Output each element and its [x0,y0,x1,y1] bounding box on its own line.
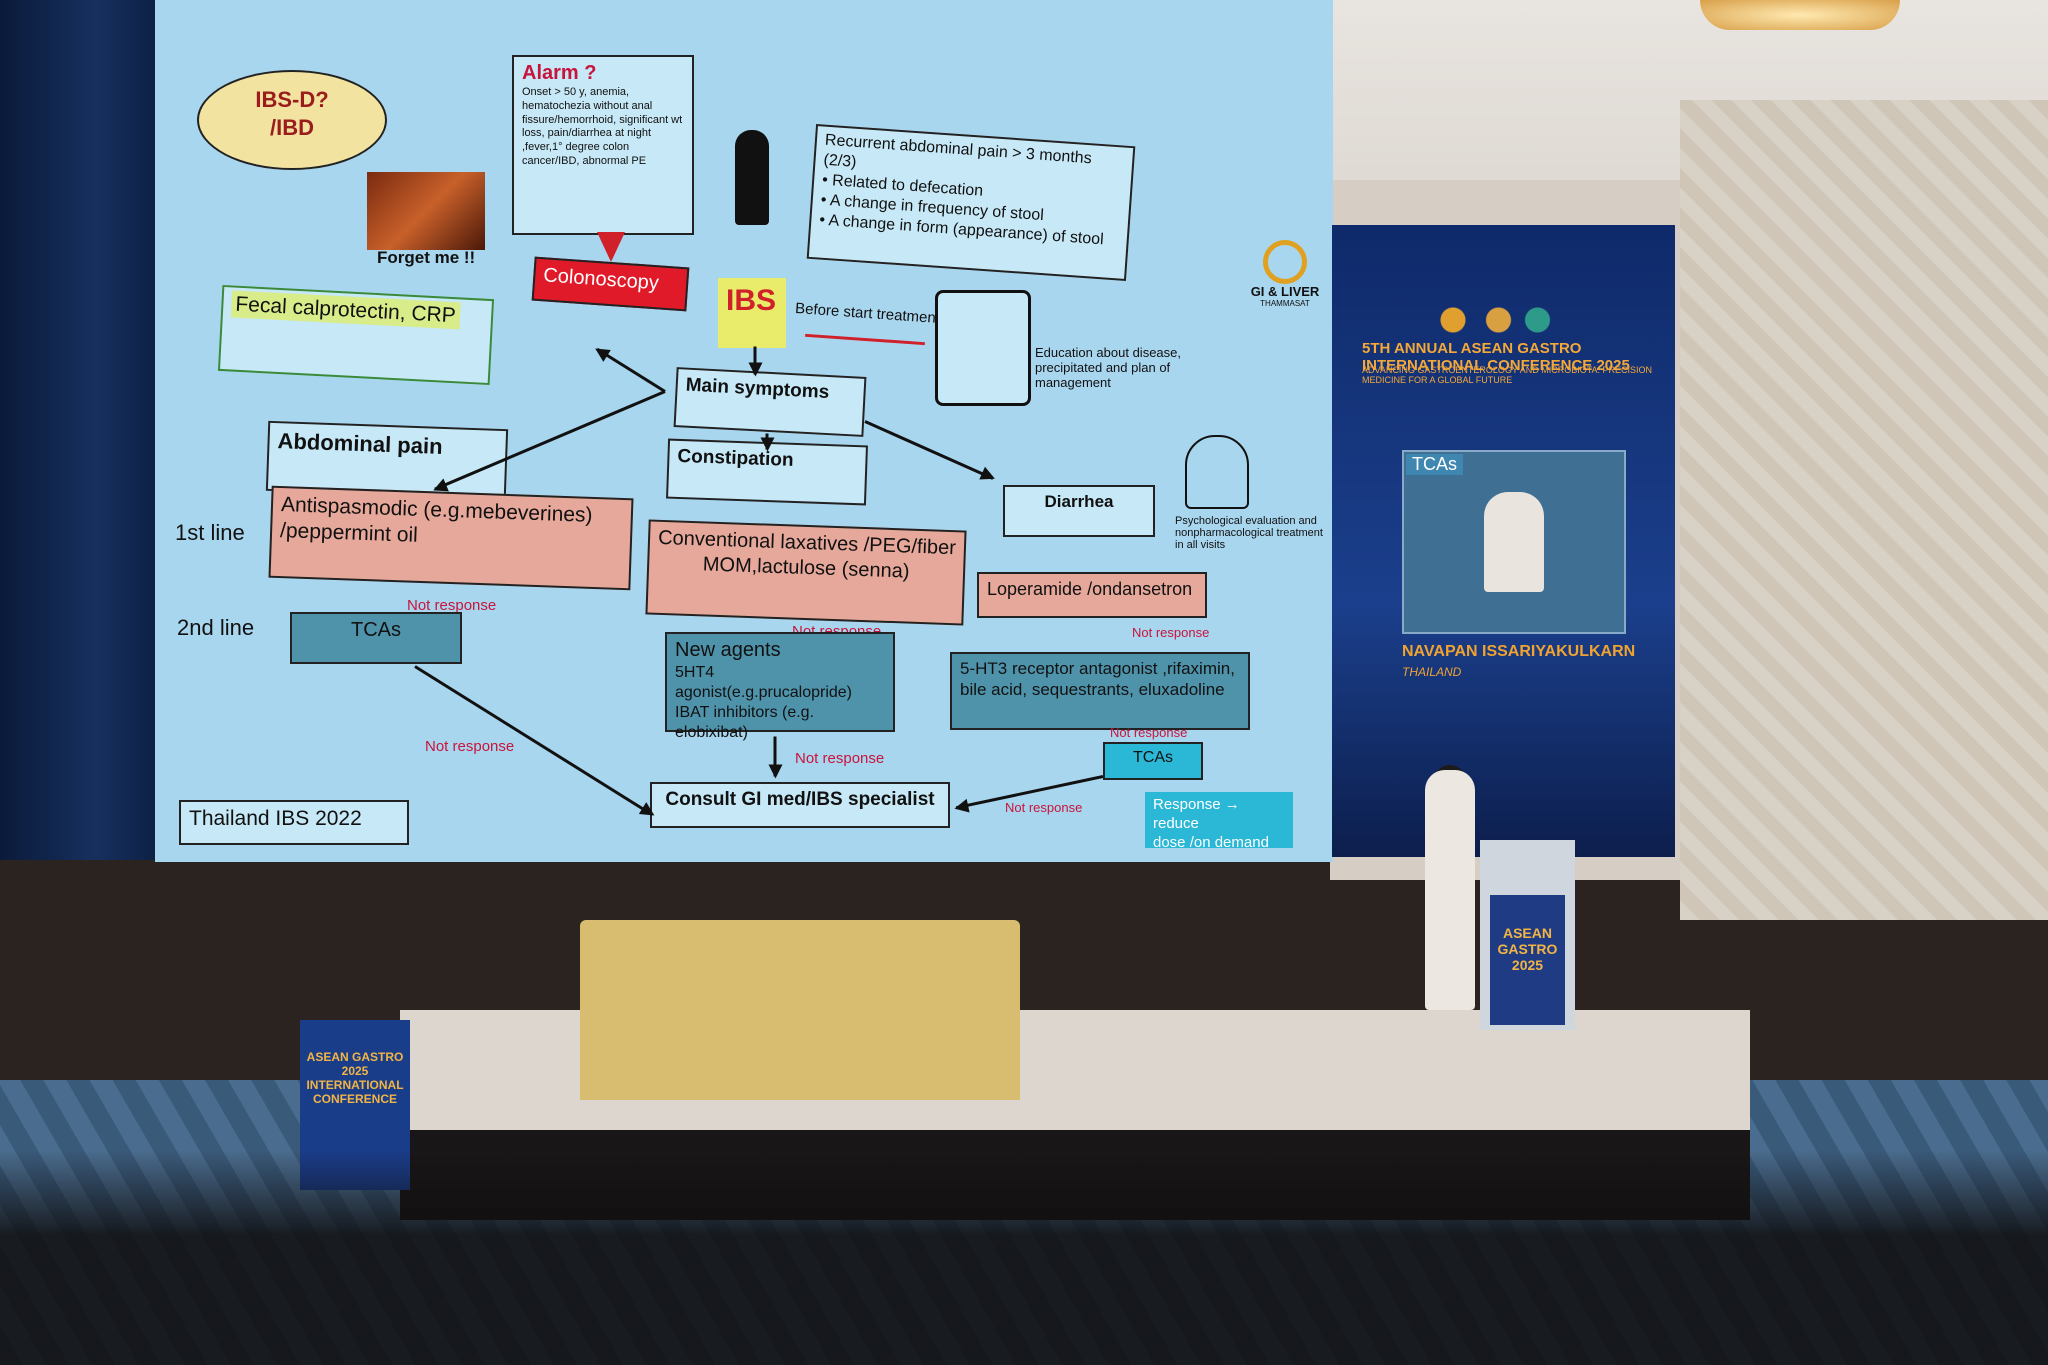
podium-sign: ASEAN GASTRO 2025 [1490,895,1565,1025]
loperamide-box: Loperamide /ondansetron [977,572,1207,618]
video-speaker [1484,492,1544,592]
new-agents-line-1: New agents [675,639,781,661]
video-slide-label: TCAs [1406,454,1463,475]
education-icon [935,290,1031,406]
first-line-label: 1st line [175,520,245,545]
alarm-title: Alarm ? [522,62,597,84]
criteria-box: Recurrent abdominal pain > 3 months (2/3… [806,124,1136,281]
panel-table [580,920,1020,1100]
arrow-main-diarrhea [864,420,994,480]
fecal-calprotectin-box: Fecal calprotectin, CRP [217,284,495,386]
conference-logos [1427,305,1557,335]
speaker-video: TCAs [1402,450,1626,634]
conference-title: 5TH ANNUAL ASEAN GASTRO INTERNATIONAL CO… [1362,340,1630,374]
antispasmodic-box: Antispasmodic (e.g.mebeverines) /pepperm… [268,485,634,591]
not-response-1: Not response [407,597,497,614]
ibs-box: IBS [718,278,786,348]
not-response-5: Not response [795,750,885,767]
red-down-arrow [597,232,625,262]
ht3-box: 5-HT3 receptor antagonist ,rifaximin, bi… [950,652,1250,730]
speaker-country: THAILAND [1402,665,1462,679]
speaker-person [1425,770,1475,1010]
not-response-4: Not response [425,738,515,755]
chandelier [1700,0,1900,30]
side-screen: 5TH ANNUAL ASEAN GASTRO INTERNATIONAL CO… [1332,225,1675,857]
source-box: Thailand IBS 2022 [179,800,409,845]
response-line-1: Response → reduce [1153,796,1240,832]
red-right-arrow [805,333,925,346]
main-symptoms-box: Main symptoms [673,367,867,437]
second-line-label: 2nd line [177,615,255,640]
logo-subtext: THAMMASAT [1260,299,1310,308]
laxatives-box: Conventional laxatives /PEG/fiber MOM,la… [645,519,967,626]
forget-me-text: Forget me !! [377,248,476,267]
psychology-icon [1185,435,1249,509]
right-wall-panel [1680,100,2048,920]
gi-liver-logo: GI & LIVER THAMMASAT [1250,240,1320,308]
endoscopy-image [367,172,485,250]
new-agents-line-3: IBAT inhibitors (e.g. elobixibat) [675,704,815,741]
left-wall-screen [0,0,160,860]
response-box: Response → reduce dose /on demand [1145,792,1293,851]
ht3-line-2: bile acid, sequestrants, eluxadoline [960,680,1225,700]
arrow-ibs-main [753,346,757,375]
not-response-6: Not response [1110,725,1188,740]
arrow-main-fecal [596,347,666,393]
fecal-calprotectin-text: Fecal calprotectin, CRP [230,290,461,330]
before-treatment-text: Before start treatment [794,299,941,328]
new-agents-line-2: 5HT4 agonist(e.g.prucalopride) [675,664,852,701]
colonoscopy-box: Colonoscopy [531,256,690,312]
alarm-box: Alarm ? Onset > 50 y, anemia, hematochez… [512,55,694,235]
consult-box: Consult GI med/IBS specialist [650,782,950,828]
tcas-box-left: TCAs [290,612,462,664]
ibs-d-ellipse: IBS-D? /IBD [197,70,387,170]
tcas-box-right: TCAs [1103,742,1203,780]
not-response-3: Not response [1132,625,1210,640]
logo-circle-icon [1263,240,1307,284]
projected-slide: IBS-D? /IBD Forget me !! Alarm ? Onset >… [155,0,1333,862]
arrow-newagents-consult [773,736,777,777]
education-text: Education about disease, precipitated an… [1035,345,1181,390]
not-response-7: Not response [1005,800,1083,815]
conference-subtitle: ADVANCING GASTROENTEROLOGY AND MICROBIOT… [1362,365,1653,385]
arrow-main-constipation [765,433,769,450]
psychological-text: Psychological evaluation and nonpharmaco… [1175,515,1323,551]
speaker-name: NAVAPAN ISSARIYAKULKARN [1402,643,1636,660]
ht3-line-1: 5-HT3 receptor antagonist ,rifaximin, [960,659,1235,678]
logo-text: GI & LIVER [1250,284,1320,299]
audience-silhouettes [0,1150,2048,1365]
diarrhea-box: Diarrhea [1003,485,1155,537]
person-icon [735,130,769,225]
response-line-2: dose /on demand [1153,833,1269,851]
new-agents-box: New agents 5HT4 agonist(e.g.prucalopride… [665,632,895,741]
alarm-text: Onset > 50 y, anemia, hematochezia witho… [522,86,683,167]
